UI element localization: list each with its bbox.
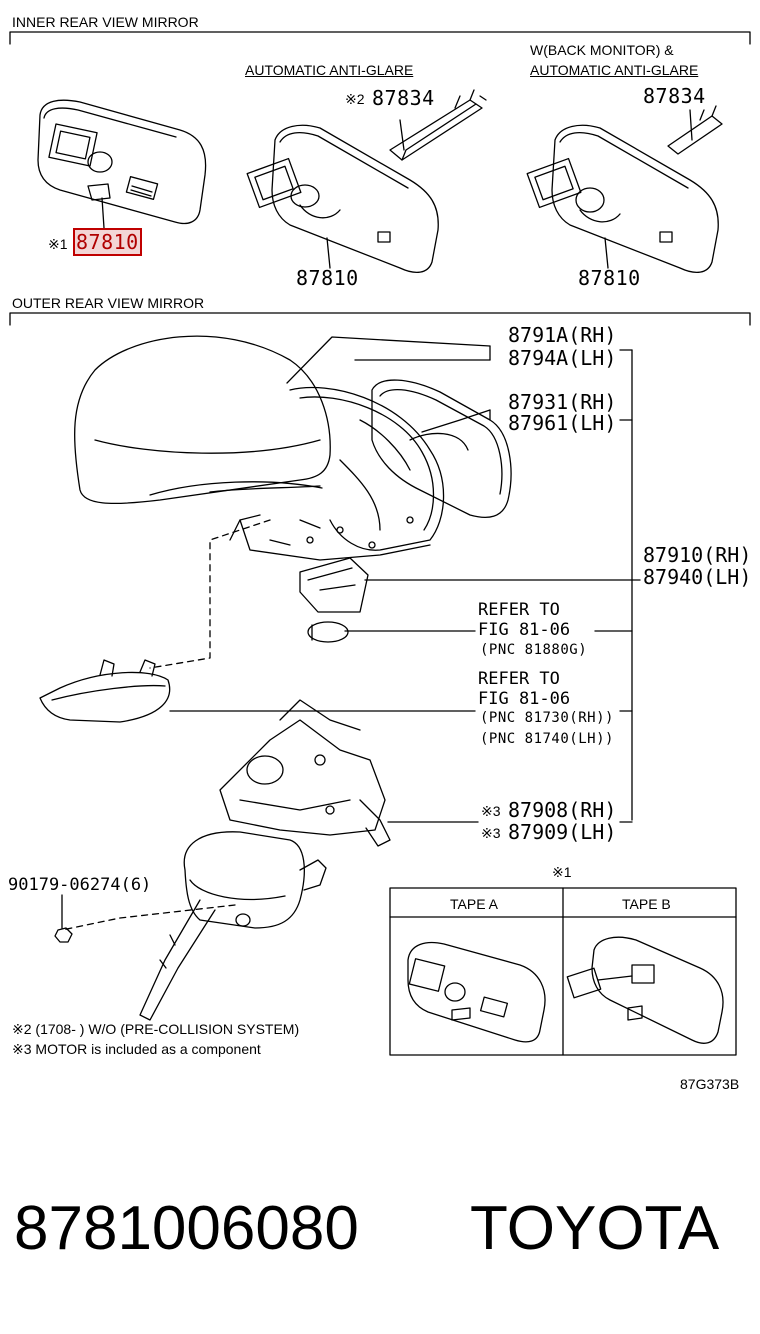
- outer-mirror-glass-illustration: [371, 379, 512, 518]
- callout-87810-b[interactable]: 87810: [296, 266, 359, 290]
- auto-antiglare-label: AUTOMATIC ANTI-GLARE: [245, 62, 414, 78]
- refer-to-2-pnc-rh: (PNC 81730(RH)): [480, 710, 614, 726]
- outer-mirror-housing-illustration: [229, 386, 445, 561]
- bulb-illustration: [307, 621, 349, 643]
- tape-b-illustration: [566, 936, 724, 1044]
- turn-signal-lamp-illustration: [39, 659, 171, 723]
- refer-to-1-line2[interactable]: FIG 81-06: [478, 620, 571, 640]
- tape-a-header: TAPE A: [450, 896, 498, 912]
- inner-section-title: INNER REAR VIEW MIRROR: [12, 14, 199, 30]
- back-monitor-label-line1: W(BACK MONITOR) &: [530, 42, 674, 58]
- callout-87834-a[interactable]: 87834: [372, 86, 435, 110]
- callout-87834-b[interactable]: 87834: [643, 84, 706, 108]
- callout-mark-2: ※2: [345, 91, 365, 107]
- refer-to-1-pnc: (PNC 81880G): [480, 642, 588, 658]
- footer-brand: TOYOTA: [470, 1194, 720, 1263]
- tape-table-mark: ※1: [552, 864, 572, 880]
- footnote-3: ※3 MOTOR is included as a component: [12, 1041, 261, 1057]
- callout-8794A-lh[interactable]: 8794A(LH): [508, 346, 617, 370]
- outer-section-frame: [9, 312, 751, 326]
- footnote-2: ※2 (1708- ) W/O (PRE-COLLISION SYSTEM): [12, 1021, 300, 1037]
- callout-8791A-rh[interactable]: 8791A(RH): [508, 323, 617, 347]
- callout-87910-rh[interactable]: 87910(RH): [643, 543, 752, 567]
- refer-to-2-pnc-lh: (PNC 81740(LH)): [480, 731, 614, 747]
- callout-87909-lh[interactable]: 87909(LH): [508, 820, 617, 844]
- tape-a-illustration: [407, 941, 546, 1043]
- back-monitor-label-line2: AUTOMATIC ANTI-GLARE: [530, 62, 699, 78]
- mirror-motor-illustration: [219, 699, 391, 847]
- inner-section-frame: [9, 31, 751, 45]
- figure-code: 87G373B: [680, 1076, 740, 1092]
- callout-87931-rh[interactable]: 87931(RH): [508, 390, 617, 414]
- callout-87908-rh[interactable]: 87908(RH): [508, 798, 617, 822]
- refer-to-1-line1: REFER TO: [478, 600, 560, 620]
- callout-87940-lh[interactable]: 87940(LH): [643, 565, 752, 589]
- highlighted-part-number[interactable]: 87810: [73, 228, 142, 256]
- screw-illustration: [54, 894, 73, 943]
- callout-mark-3b: ※3: [481, 825, 501, 841]
- footer-part-number: 8781006080: [14, 1194, 359, 1263]
- tape-b-header: TAPE B: [622, 896, 671, 912]
- callout-87961-lh[interactable]: 87961(LH): [508, 411, 617, 435]
- callout-87810-highlighted[interactable]: 87810: [73, 228, 142, 256]
- inner-mirror-antiglare-illustration: [246, 89, 487, 273]
- refer-to-2-line2[interactable]: FIG 81-06: [478, 689, 571, 709]
- callout-screw-90179[interactable]: 90179-06274(6): [8, 875, 152, 895]
- assembly-dashed-lines: [61, 519, 271, 931]
- outer-mirror-cover-illustration: [73, 335, 331, 505]
- inner-mirror-back-monitor-illustration: [526, 105, 723, 273]
- callout-leader-lines: [169, 336, 641, 823]
- callout-87810-c[interactable]: 87810: [578, 266, 641, 290]
- refer-to-2-line1: REFER TO: [478, 669, 560, 689]
- callout-mark-1: ※1: [48, 236, 68, 252]
- side-lamp-illustration: [299, 557, 369, 613]
- tape-table-frame: [389, 887, 737, 1056]
- outer-section-title: OUTER REAR VIEW MIRROR: [12, 295, 205, 311]
- inner-mirror-tape-illustration: [37, 99, 207, 229]
- mirror-base-illustration: [139, 831, 327, 1021]
- callout-mark-3a: ※3: [481, 803, 501, 819]
